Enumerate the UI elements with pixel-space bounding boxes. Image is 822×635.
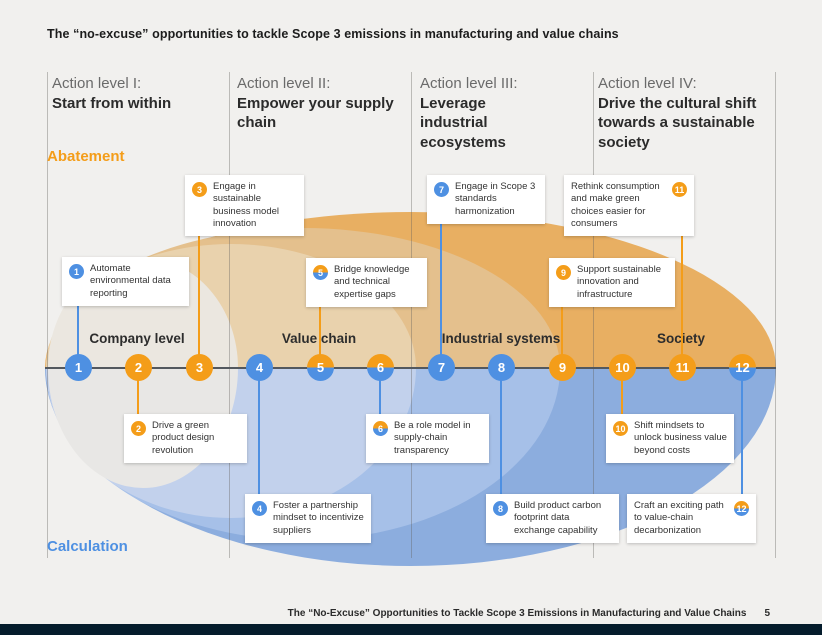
- callout-7: 7 Engage in Scope 3 standards harmonizat…: [427, 175, 545, 225]
- connector-5: [319, 272, 321, 368]
- callout-9: 9 Support sustainable innovation and inf…: [549, 258, 675, 308]
- axis-node-11: 11: [669, 354, 696, 381]
- item-badge: 3: [192, 182, 207, 197]
- item-text: Support sustainable innovation and infra…: [577, 264, 661, 300]
- connector-1: [77, 272, 79, 368]
- calculation-axis-label: Calculation: [47, 538, 128, 555]
- callout-1: 1 Automate environmental data reporting: [62, 257, 189, 307]
- page-title: The “no-excuse” opportunities to tackle …: [47, 27, 619, 41]
- item-text: Automate environmental data reporting: [90, 263, 171, 299]
- action-level-2-header: Action level II: Empower your supply cha…: [237, 74, 405, 133]
- action-level-title: Start from within: [52, 94, 172, 112]
- axis-node-5: 5: [307, 354, 334, 381]
- action-level-1-header: Action level I: Start from within: [52, 74, 220, 113]
- connector-12: [741, 368, 743, 511]
- footer-title: The “No-Excuse” Opportunities to Tackle …: [287, 608, 747, 619]
- connector-4: [258, 368, 260, 511]
- page-footer: The “No-Excuse” Opportunities to Tackle …: [288, 608, 770, 619]
- axis-node-2: 2: [125, 354, 152, 381]
- item-text: Rethink consumption and make green choic…: [571, 181, 660, 230]
- connector-6: [379, 368, 381, 430]
- item-text: Drive a green product design revolution: [152, 420, 215, 456]
- action-level-3-header: Action level III: Leverage industrial ec…: [420, 74, 550, 152]
- item-text: Shift mindsets to unlock business value …: [634, 420, 727, 456]
- item-badge: 9: [556, 265, 571, 280]
- column-divider: [47, 72, 48, 558]
- abatement-axis-label: Abatement: [47, 148, 125, 165]
- connector-8: [500, 368, 502, 511]
- item-badge: 11: [672, 182, 687, 197]
- column-divider: [229, 72, 230, 558]
- axis-node-7: 7: [428, 354, 455, 381]
- connector-11: [681, 192, 683, 368]
- axis-node-4: 4: [246, 354, 273, 381]
- axis-node-10: 10: [609, 354, 636, 381]
- bottom-accent-bar: [0, 624, 822, 635]
- item-badge: 5: [313, 265, 328, 280]
- axis-node-1: 1: [65, 354, 92, 381]
- connector-2: [137, 368, 139, 430]
- callout-10: 10 Shift mindsets to unlock business val…: [606, 414, 734, 464]
- action-level-label: Action level II:: [237, 75, 331, 92]
- item-text: Engage in sustainable business model inn…: [213, 181, 280, 230]
- action-level-label: Action level I:: [52, 75, 142, 92]
- axis-node-3: 3: [186, 354, 213, 381]
- axis-node-8: 8: [488, 354, 515, 381]
- callout-12: 12 Craft an exciting path to value-chain…: [627, 494, 756, 544]
- item-text: Engage in Scope 3 standards harmonizatio…: [455, 181, 536, 217]
- segment-label-valuechain: Value chain: [281, 331, 357, 346]
- callout-11: 11 Rethink consumption and make green ch…: [564, 175, 694, 237]
- item-text: Craft an exciting path to value-chain de…: [634, 500, 724, 536]
- axis-node-6: 6: [367, 354, 394, 381]
- column-divider: [593, 72, 594, 558]
- item-badge: 7: [434, 182, 449, 197]
- item-badge: 12: [734, 501, 749, 516]
- item-badge: 8: [493, 501, 508, 516]
- column-divider: [411, 72, 412, 558]
- axis-node-9: 9: [549, 354, 576, 381]
- connector-9: [561, 272, 563, 368]
- action-level-title: Empower your supply chain: [237, 94, 394, 132]
- item-badge: 1: [69, 264, 84, 279]
- item-text: Bridge knowledge and technical expertise…: [334, 264, 410, 300]
- column-divider: [775, 72, 776, 558]
- action-level-title: Drive the cultural shift towards a susta…: [598, 94, 757, 151]
- action-level-4-header: Action level IV: Drive the cultural shif…: [598, 74, 766, 152]
- item-text: Foster a partnership mindset to incentiv…: [273, 500, 364, 536]
- callout-8: 8 Build product carbon footprint data ex…: [486, 494, 619, 544]
- action-level-label: Action level III:: [420, 75, 518, 92]
- connector-3: [198, 192, 200, 368]
- callout-4: 4 Foster a partnership mindset to incent…: [245, 494, 371, 544]
- callout-3: 3 Engage in sustainable business model i…: [185, 175, 304, 237]
- connector-7: [440, 192, 442, 368]
- item-text: Be a role model in supply-chain transpar…: [394, 420, 471, 456]
- segment-label-industrial: Industrial systems: [441, 331, 561, 346]
- item-badge: 4: [252, 501, 267, 516]
- segment-label-company: Company level: [89, 331, 185, 346]
- page-number: 5: [764, 608, 770, 619]
- callout-6: 6 Be a role model in supply-chain transp…: [366, 414, 489, 464]
- axis-node-12: 12: [729, 354, 756, 381]
- item-text: Build product carbon footprint data exch…: [514, 500, 602, 536]
- action-level-title: Leverage industrial ecosystems: [420, 94, 506, 151]
- action-level-label: Action level IV:: [598, 75, 697, 92]
- callout-2: 2 Drive a green product design revolutio…: [124, 414, 247, 464]
- callout-5: 5 Bridge knowledge and technical experti…: [306, 258, 427, 308]
- item-badge: 6: [373, 421, 388, 436]
- item-badge: 2: [131, 421, 146, 436]
- timeline-axis: [45, 367, 776, 369]
- item-badge: 10: [613, 421, 628, 436]
- connector-10: [621, 368, 623, 430]
